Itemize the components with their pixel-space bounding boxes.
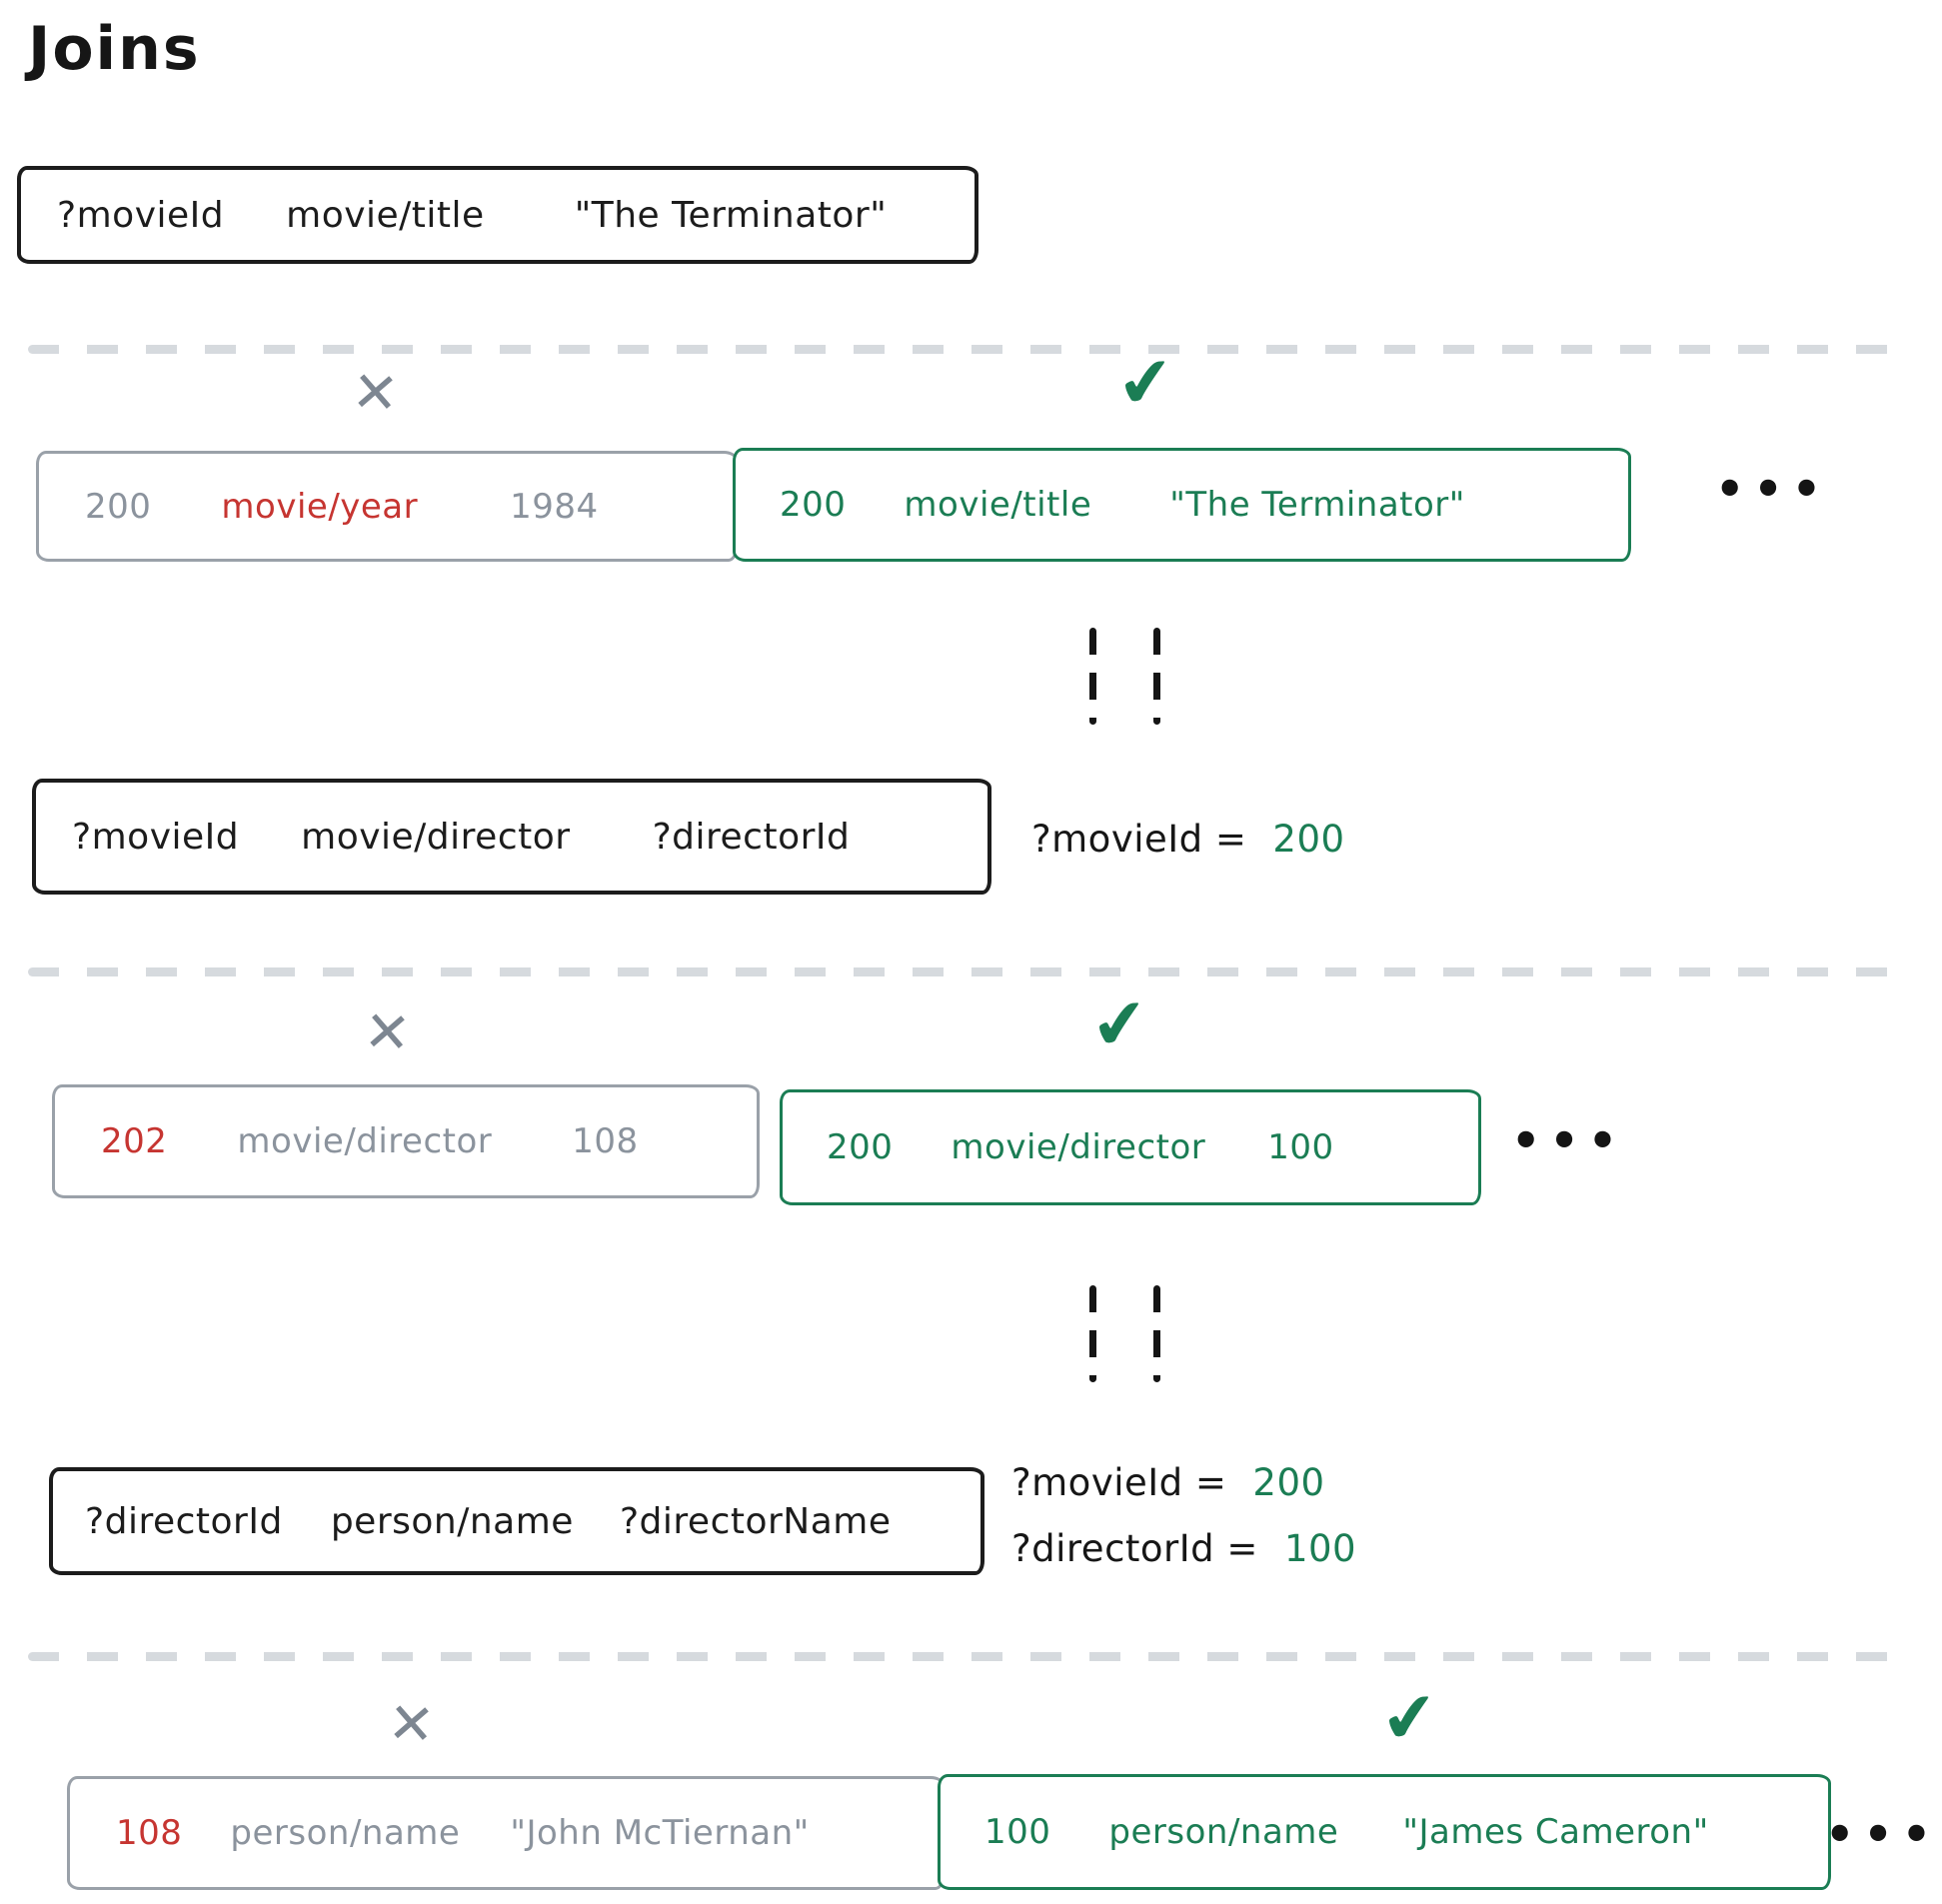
pattern-subject: ?directorId [85, 1500, 283, 1542]
triple-predicate-mismatch: movie/year [221, 486, 419, 527]
pattern-subject: ?movieId [72, 816, 240, 858]
pattern-box-movie-director: ?movieId movie/director ?directorId [32, 779, 991, 895]
cross-icon: ✕ [349, 359, 402, 428]
join-dotted-line [1089, 1285, 1096, 1382]
triple-predicate: person/name [1108, 1812, 1339, 1852]
triple-predicate: movie/director [237, 1121, 493, 1161]
triple-subject: 100 [984, 1812, 1051, 1852]
binding-value: 100 [1283, 1527, 1357, 1570]
triple-predicate: movie/title [904, 485, 1092, 525]
triple-object: "John McTiernan" [510, 1813, 810, 1853]
triple-predicate: person/name [230, 1813, 461, 1853]
accepted-triple-movie-title: 200 movie/title "The Terminator" [733, 448, 1631, 562]
pattern-predicate: person/name [330, 1500, 574, 1542]
pattern-object: ?directorName [619, 1500, 892, 1542]
rejected-triple-person-name: 108 person/name "John McTiernan" [67, 1776, 945, 1890]
triple-object: "James Cameron" [1402, 1812, 1709, 1852]
triple-subject: 200 [85, 486, 152, 527]
binding-label: ?movieId = [1031, 818, 1247, 861]
binding-movieid: ?movieId = 200 [1011, 1461, 1325, 1504]
join-dotted-line [1153, 628, 1160, 725]
triple-subject: 200 [827, 1127, 894, 1167]
pattern-predicate: movie/title [286, 194, 485, 236]
triple-object: "The Terminator" [1169, 485, 1465, 525]
binding-label: ?directorId = [1011, 1527, 1258, 1570]
cross-icon: ✕ [385, 1690, 438, 1759]
binding-directorid: ?directorId = 100 [1011, 1527, 1356, 1570]
pattern-object: ?directorId [652, 816, 851, 858]
pattern-box-person-name: ?directorId person/name ?directorName [49, 1467, 984, 1575]
pattern-box-movie-title: ?movieId movie/title "The Terminator" [17, 166, 978, 264]
cross-icon: ✕ [361, 998, 414, 1067]
more-triples-ellipsis: ••• [1511, 1113, 1627, 1167]
binding-value: 200 [1272, 818, 1345, 861]
rejected-triple-movie-year: 200 movie/year 1984 [36, 451, 738, 562]
pattern-subject: ?movieId [57, 194, 225, 236]
triple-predicate: movie/director [951, 1127, 1206, 1167]
triple-subject: 200 [780, 485, 847, 525]
page-title: Joins [28, 14, 201, 84]
section-divider [28, 1652, 1914, 1661]
pattern-predicate: movie/director [301, 816, 571, 858]
accepted-triple-person-name: 100 person/name "James Cameron" [938, 1774, 1831, 1890]
triple-object: 1984 [510, 486, 599, 527]
triple-subject-mismatch: 108 [116, 1813, 183, 1853]
check-icon: ✔ [1112, 341, 1178, 426]
triple-subject-mismatch: 202 [101, 1121, 168, 1161]
pattern-object: "The Terminator" [574, 194, 888, 236]
accepted-triple-movie-director: 200 movie/director 100 [780, 1089, 1481, 1205]
more-triples-ellipsis: ••• [1825, 1807, 1941, 1861]
binding-value: 200 [1252, 1461, 1325, 1504]
join-dotted-line [1153, 1285, 1160, 1382]
triple-object: 100 [1267, 1127, 1334, 1167]
check-icon: ✔ [1376, 1676, 1442, 1761]
triple-object: 108 [572, 1121, 639, 1161]
join-dotted-line [1089, 628, 1096, 725]
section-divider [28, 967, 1914, 976]
more-triples-ellipsis: ••• [1715, 462, 1831, 516]
binding-label: ?movieId = [1011, 1461, 1227, 1504]
binding-movieid: ?movieId = 200 [1031, 818, 1345, 861]
check-icon: ✔ [1086, 982, 1152, 1067]
rejected-triple-movie-director: 202 movie/director 108 [52, 1084, 760, 1198]
section-divider [28, 345, 1914, 354]
